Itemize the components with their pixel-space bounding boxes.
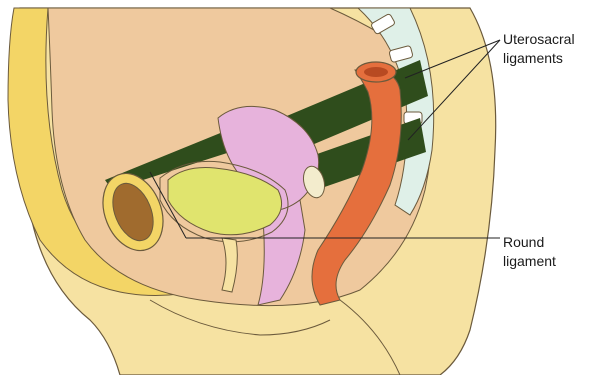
rectum-lumen [364, 67, 388, 77]
uterosacral-ligaments-label: Uterosacral ligaments [503, 30, 575, 68]
uterosacral-label-line-2: ligaments [503, 49, 575, 68]
uterosacral-label-line-1: Uterosacral [503, 30, 575, 49]
round-ligament-label: Round ligament [503, 233, 556, 271]
round-label-line-1: Round [503, 233, 556, 252]
round-label-line-2: ligament [503, 252, 556, 271]
